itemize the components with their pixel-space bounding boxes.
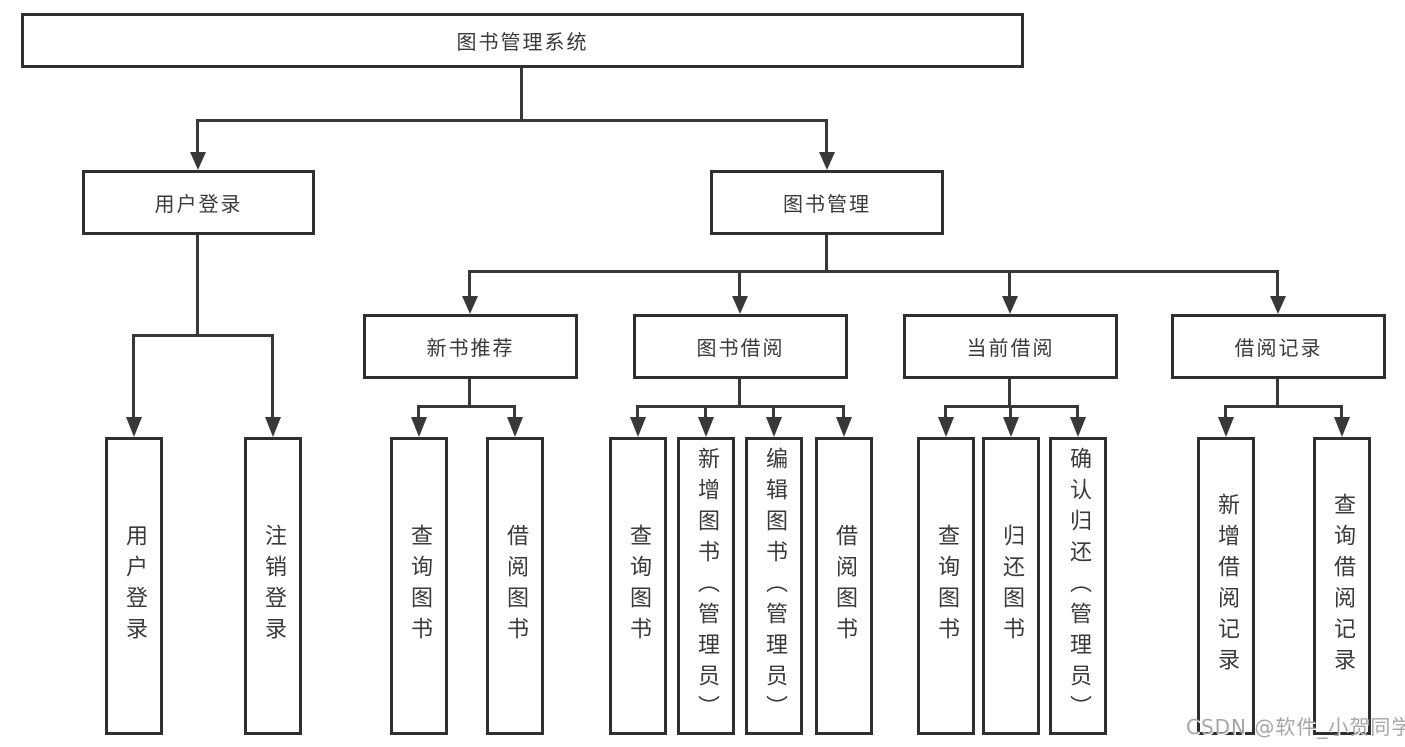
- node-borrowing-records: 借阅记录: [1171, 314, 1386, 379]
- arrowhead-down: [766, 417, 782, 437]
- connector-bar-user-login: [132, 334, 274, 337]
- connector-bar-new-book: [417, 405, 516, 408]
- arrowhead-down: [630, 417, 646, 437]
- connector-drop: [513, 405, 516, 419]
- arrowhead-down: [1270, 296, 1286, 314]
- connector-stem-user-login: [196, 235, 199, 337]
- leaf-borrow-books-recommend-label: 借阅图书: [503, 524, 528, 648]
- leaf-search-books-current: 查询图书: [917, 437, 975, 735]
- leaf-logout: 注销登录: [244, 437, 302, 735]
- connector-bar-level2: [196, 119, 828, 122]
- connector-drop: [132, 334, 135, 419]
- connector-drop: [738, 270, 741, 298]
- connector-stem-new-book: [468, 379, 471, 408]
- leaf-search-books-borrowing: 查询图书: [609, 437, 667, 735]
- leaf-search-books-current-label: 查询图书: [934, 524, 959, 648]
- arrowhead-down: [126, 417, 142, 437]
- connector-drop: [1340, 405, 1343, 419]
- connector-drop: [636, 405, 639, 419]
- leaf-search-borrow-record-label: 查询借阅记录: [1330, 493, 1355, 679]
- connector-drop: [944, 405, 947, 419]
- leaf-borrow-books-borrowing-label: 借阅图书: [832, 524, 857, 648]
- arrowhead-down: [1218, 417, 1234, 437]
- connector-bar-book-borrowing: [636, 405, 845, 408]
- node-book-management: 图书管理: [710, 170, 944, 235]
- leaf-confirm-return-admin-label: 确认归还（管理员）: [1066, 446, 1091, 726]
- connector-drop: [1076, 405, 1079, 419]
- leaf-confirm-return-admin: 确认归还（管理员）: [1049, 437, 1107, 735]
- connector-drop: [825, 119, 828, 154]
- leaf-search-borrow-record: 查询借阅记录: [1313, 437, 1371, 735]
- arrowhead-down: [1003, 417, 1019, 437]
- leaf-edit-books-admin: 编辑图书（管理员）: [745, 437, 803, 735]
- leaf-search-books-recommend: 查询图书: [390, 437, 448, 735]
- leaf-logout-label: 注销登录: [261, 524, 286, 648]
- leaf-borrow-books-recommend: 借阅图书: [486, 437, 544, 735]
- node-user-login: 用户登录: [82, 170, 315, 235]
- connector-drop: [704, 405, 707, 419]
- leaf-add-books-admin-label: 新增图书（管理员）: [694, 446, 719, 726]
- leaf-search-books-recommend-label: 查询图书: [407, 524, 432, 648]
- leaf-return-books: 归还图书: [982, 437, 1040, 735]
- arrowhead-down: [698, 417, 714, 437]
- connector-stem-book-borrowing: [738, 379, 741, 408]
- arrowhead-down: [938, 417, 954, 437]
- leaf-borrow-books-borrowing: 借阅图书: [815, 437, 873, 735]
- leaf-add-borrow-record: 新增借阅记录: [1197, 437, 1255, 735]
- arrowhead-down: [1070, 417, 1086, 437]
- arrowhead-down: [411, 417, 427, 437]
- leaf-add-borrow-record-label: 新增借阅记录: [1214, 493, 1239, 679]
- connector-stem-borrowing-records: [1276, 379, 1279, 408]
- arrowhead-down: [507, 417, 523, 437]
- arrowhead-down: [1002, 296, 1018, 314]
- leaf-user-login-label: 用户登录: [122, 524, 147, 648]
- connector-drop: [1009, 405, 1012, 419]
- connector-stem-current-borrowing: [1008, 379, 1011, 408]
- connector-drop: [1224, 405, 1227, 419]
- arrowhead-down: [1334, 417, 1350, 437]
- arrowhead-down: [190, 152, 206, 170]
- arrowhead-down: [265, 417, 281, 437]
- leaf-search-books-borrowing-label: 查询图书: [626, 524, 651, 648]
- connector-bar-borrowing-records: [1224, 405, 1343, 408]
- node-library-management-system: 图书管理系统: [21, 13, 1024, 68]
- connector-drop: [196, 119, 199, 154]
- connector-drop: [772, 405, 775, 419]
- connector-stem-book-management: [825, 235, 828, 273]
- leaf-add-books-admin: 新增图书（管理员）: [677, 437, 735, 735]
- connector-drop: [842, 405, 845, 419]
- watermark: CSDN @软件_小贺同学: [1186, 715, 1405, 739]
- connector-drop: [417, 405, 420, 419]
- arrowhead-down: [836, 417, 852, 437]
- leaf-return-books-label: 归还图书: [999, 524, 1024, 648]
- connector-bar-level3: [468, 270, 1279, 273]
- connector-drop: [1008, 270, 1011, 298]
- leaf-user-login: 用户登录: [105, 437, 163, 735]
- connector-drop: [468, 270, 471, 298]
- node-book-borrowing: 图书借阅: [633, 314, 848, 379]
- connector-stem-root: [520, 68, 523, 122]
- connector-drop: [271, 334, 274, 419]
- arrowhead-down: [819, 152, 835, 170]
- node-current-borrowing: 当前借阅: [903, 314, 1118, 379]
- leaf-edit-books-admin-label: 编辑图书（管理员）: [762, 446, 787, 726]
- connector-drop: [1276, 270, 1279, 298]
- arrowhead-down: [462, 296, 478, 314]
- node-new-book-recommendation: 新书推荐: [363, 314, 578, 379]
- arrowhead-down: [732, 296, 748, 314]
